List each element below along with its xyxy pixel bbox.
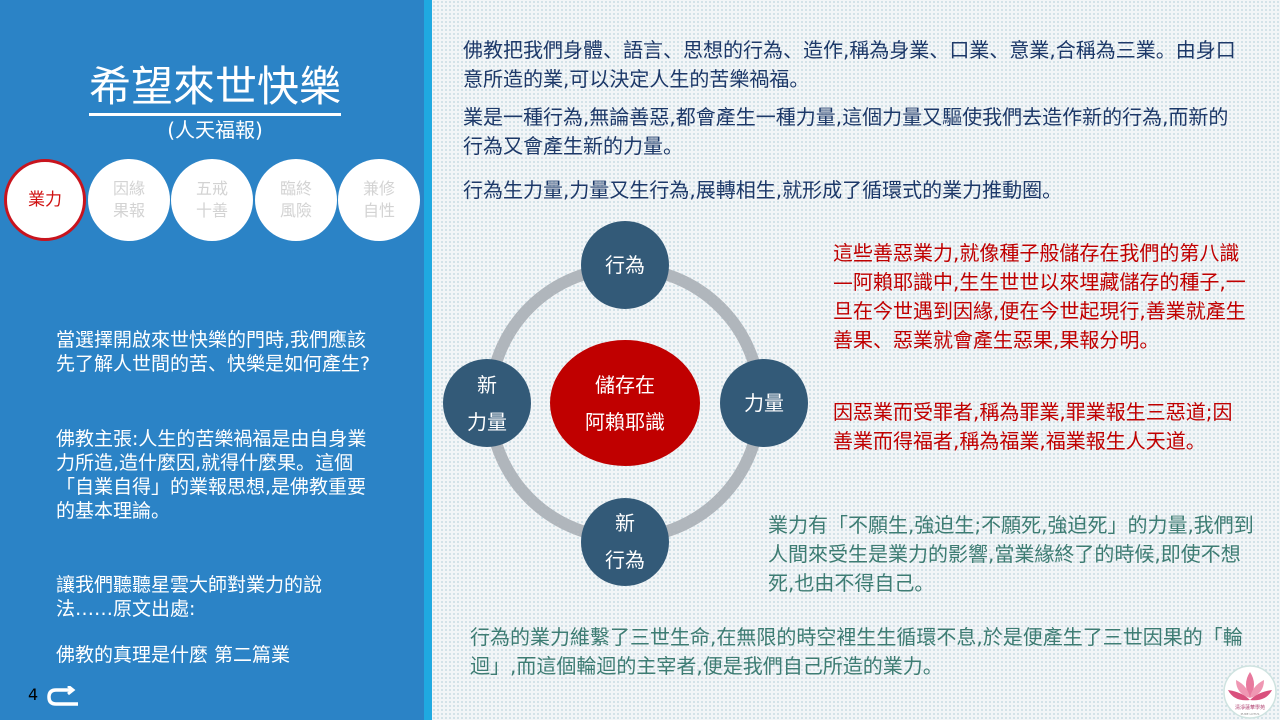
svg-text:清淨蓮華學苑: 清淨蓮華學苑: [1235, 704, 1265, 711]
node-force: 力量: [720, 359, 808, 447]
merit-paragraph: 因惡業而受罪者,稱為罪業,罪業報生三惡道;因善業而得福者,稱為福業,福業報生人天…: [833, 400, 1233, 453]
nav-precepts[interactable]: 五戒 十善: [171, 159, 253, 241]
node-new-action: 新行為: [581, 498, 669, 586]
svg-text:行為: 行為: [605, 548, 645, 572]
intro-paragraph: 佛教把我們身體、語言、思想的行為、造作,稱為身業、口業、意業,合稱為三業。由身口…: [463, 38, 1236, 91]
sidebar-paragraph: 讓我們聽聽星雲大師對業力的說法……原文出處:: [56, 574, 323, 620]
lotus-logo: 清淨蓮華學苑 PURE LOTUS: [1223, 665, 1277, 719]
sidebar-paragraph: 當選擇開啟來世快樂的門時,我們應該先了解人世間的苦、快樂是如何產生?: [56, 329, 371, 375]
svg-text:儲存在: 儲存在: [595, 373, 655, 397]
seed-paragraph: 這些善惡業力,就像種子般儲存在我們的第八識—阿賴耶識中,生生世世以來埋藏儲存的種…: [833, 241, 1246, 352]
svg-text:阿賴耶識: 阿賴耶識: [585, 410, 665, 434]
svg-text:力量: 力量: [467, 410, 507, 434]
source-link[interactable]: 佛教的真理是什麼 第二篇業: [56, 644, 291, 666]
svg-text:PURE LOTUS: PURE LOTUS: [1241, 712, 1260, 716]
nav-self-nature[interactable]: 兼修 自性: [338, 159, 420, 241]
svg-text:新: 新: [615, 511, 635, 535]
svg-text:行為: 行為: [605, 253, 645, 277]
page-number: 4: [28, 685, 39, 704]
divider: [424, 0, 432, 720]
nav-deathbed[interactable]: 臨終 風險: [255, 159, 337, 241]
sidebar-paragraph: 佛教主張:人生的苦樂禍福是由自身業力所造,造什麼因,就得什麼果。這個「自業自得」…: [56, 428, 367, 522]
page-subtitle: (人天福報): [167, 118, 263, 142]
node-new-force: 新力量: [443, 359, 531, 447]
samsara-paragraph: 行為的業力維繫了三世生命,在無限的時空裡生生循環不息,於是便產生了三世因果的「輪…: [470, 625, 1243, 678]
return-arrow-icon[interactable]: [46, 686, 80, 708]
sidebar: [0, 0, 424, 720]
nav-karma[interactable]: 業力: [4, 159, 86, 241]
svg-text:力量: 力量: [744, 391, 784, 415]
svg-text:新: 新: [477, 373, 497, 397]
karma-force-paragraph: 業力有「不願生,強迫生;不願死,強迫死」的力量,我們到人間來受生是業力的影響,當…: [768, 513, 1254, 595]
page-title: 希望來世快樂: [0, 62, 430, 116]
node-action: 行為: [581, 221, 669, 309]
intro-paragraph: 行為生力量,力量又生行為,展轉相生,就形成了循環式的業力推動圈。: [463, 178, 1063, 202]
nav-cause-effect[interactable]: 因緣 果報: [88, 159, 170, 241]
intro-paragraph: 業是一種行為,無論善惡,都會產生一種力量,這個力量又驅使我們去造作新的行為,而新…: [463, 105, 1229, 158]
